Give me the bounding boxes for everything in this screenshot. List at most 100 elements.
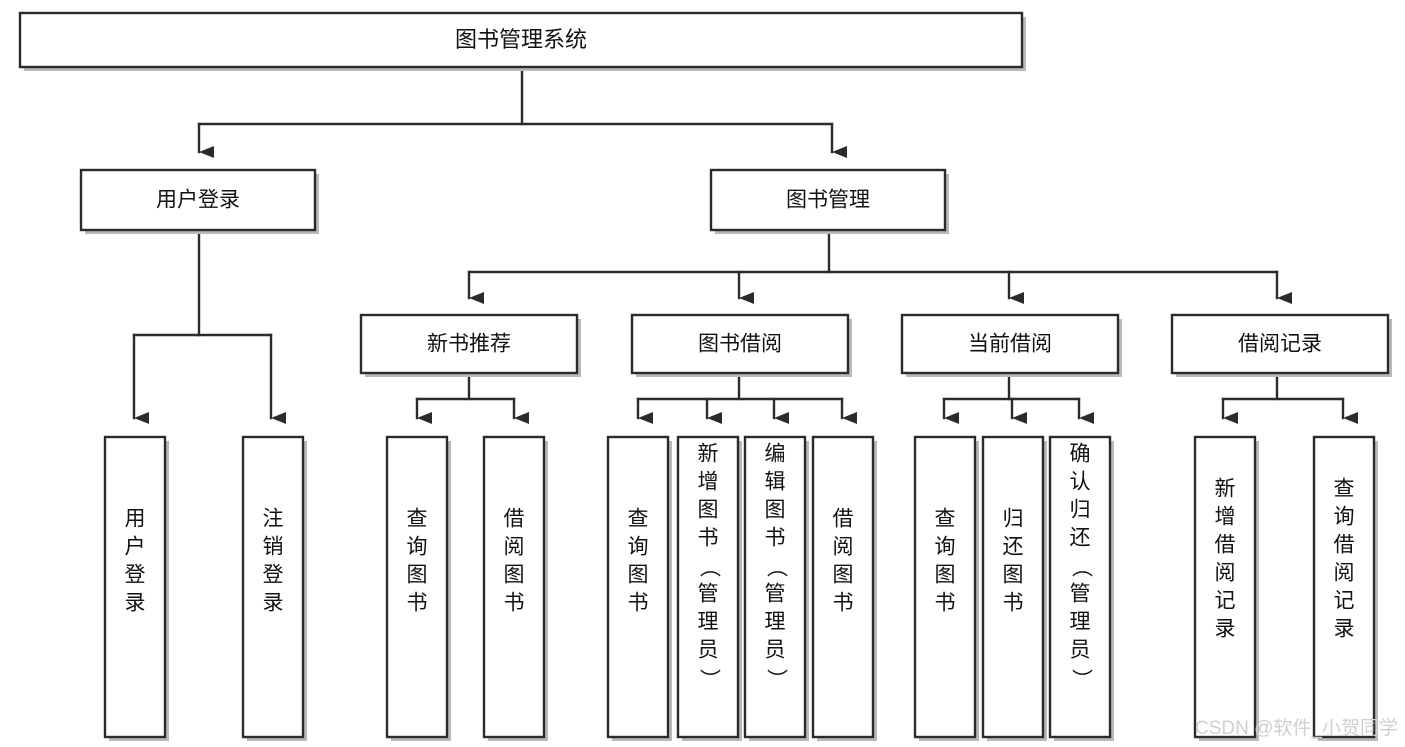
connector-book-mgmt-to-level3 <box>467 230 1292 304</box>
svg-text:注: 注 <box>263 508 284 531</box>
svg-text:书: 书 <box>698 527 719 550</box>
svg-text:图: 图 <box>698 499 719 522</box>
leaf-node-user-login[interactable]: 用户登录 <box>103 435 169 741</box>
svg-text:（: （ <box>764 557 787 578</box>
node-root-book-management-system[interactable]: 图书管理系统 <box>18 11 1026 71</box>
svg-text:员: 员 <box>765 639 786 662</box>
node-book-borrow[interactable]: 图书借阅 <box>630 313 852 377</box>
svg-text:录: 录 <box>125 592 146 615</box>
svg-text:归: 归 <box>1070 499 1091 522</box>
svg-text:图: 图 <box>833 564 854 587</box>
svg-text:（: （ <box>1069 557 1092 578</box>
svg-text:询: 询 <box>628 536 649 559</box>
svg-text:图: 图 <box>935 564 956 587</box>
svg-text:登: 登 <box>263 564 284 587</box>
svg-text:）: ） <box>697 669 720 690</box>
svg-text:理: 理 <box>1070 611 1091 634</box>
node-current-borrow-label: 当前借阅 <box>968 333 1052 356</box>
svg-text:书: 书 <box>407 592 428 615</box>
svg-text:理: 理 <box>765 611 786 634</box>
svg-text:还: 还 <box>1070 527 1091 550</box>
svg-text:录: 录 <box>1334 618 1355 641</box>
svg-text:记: 记 <box>1215 590 1236 613</box>
svg-text:辑: 辑 <box>765 471 786 494</box>
svg-text:录: 录 <box>263 592 284 615</box>
svg-text:确: 确 <box>1070 443 1091 466</box>
svg-text:询: 询 <box>407 536 428 559</box>
svg-text:增: 增 <box>698 471 719 494</box>
svg-text:查: 查 <box>407 508 428 531</box>
svg-text:查: 查 <box>1334 478 1355 501</box>
svg-text:）: ） <box>1069 669 1092 690</box>
connector-user-login-to-leaves <box>132 230 286 424</box>
svg-text:阅: 阅 <box>1215 562 1236 585</box>
node-current-borrow[interactable]: 当前借阅 <box>900 313 1122 377</box>
svg-text:图: 图 <box>504 564 525 587</box>
node-book-management[interactable]: 图书管理 <box>709 168 949 234</box>
svg-text:户: 户 <box>125 536 146 559</box>
svg-text:询: 询 <box>935 536 956 559</box>
svg-text:管: 管 <box>698 583 719 606</box>
svg-text:员: 员 <box>698 639 719 662</box>
csdn-watermark: CSDN @软件_小贺同学 <box>1195 717 1398 739</box>
leaf-node-user-login-label: 用户登录 <box>125 508 146 615</box>
svg-text:员: 员 <box>1070 639 1091 662</box>
svg-text:图: 图 <box>407 564 428 587</box>
node-new-book-recommend[interactable]: 新书推荐 <box>359 313 581 377</box>
svg-text:录: 录 <box>1215 618 1236 641</box>
svg-text:阅: 阅 <box>1334 562 1355 585</box>
svg-text:登: 登 <box>125 564 146 587</box>
svg-text:增: 增 <box>1215 506 1236 529</box>
node-user-login-label: 用户登录 <box>156 189 240 212</box>
svg-text:书: 书 <box>1003 592 1024 615</box>
svg-text:销: 销 <box>263 536 284 559</box>
connector-current-borrow-to-leaves <box>942 373 1094 424</box>
connector-layer <box>132 66 1358 424</box>
svg-text:归: 归 <box>1003 508 1024 531</box>
node-borrow-record[interactable]: 借阅记录 <box>1170 313 1392 377</box>
svg-text:记: 记 <box>1334 590 1355 613</box>
node-book-borrow-label: 图书借阅 <box>698 333 782 356</box>
svg-text:图: 图 <box>628 564 649 587</box>
svg-text:书: 书 <box>765 527 786 550</box>
node-book-management-label: 图书管理 <box>786 189 870 212</box>
svg-text:还: 还 <box>1003 536 1024 559</box>
node-borrow-record-label: 借阅记录 <box>1238 333 1322 356</box>
svg-text:借: 借 <box>504 508 525 531</box>
node-user-login[interactable]: 用户登录 <box>79 168 319 234</box>
svg-text:借: 借 <box>1215 534 1236 557</box>
svg-text:图: 图 <box>1003 564 1024 587</box>
svg-text:书: 书 <box>833 592 854 615</box>
svg-text:新: 新 <box>1215 478 1236 501</box>
svg-text:管: 管 <box>765 583 786 606</box>
svg-text:借: 借 <box>833 508 854 531</box>
svg-text:管: 管 <box>1070 583 1091 606</box>
svg-text:）: ） <box>764 669 787 690</box>
connector-root-to-level2 <box>197 66 847 158</box>
svg-text:查: 查 <box>628 508 649 531</box>
svg-text:阅: 阅 <box>833 536 854 559</box>
svg-text:书: 书 <box>504 592 525 615</box>
svg-text:新: 新 <box>698 443 719 466</box>
